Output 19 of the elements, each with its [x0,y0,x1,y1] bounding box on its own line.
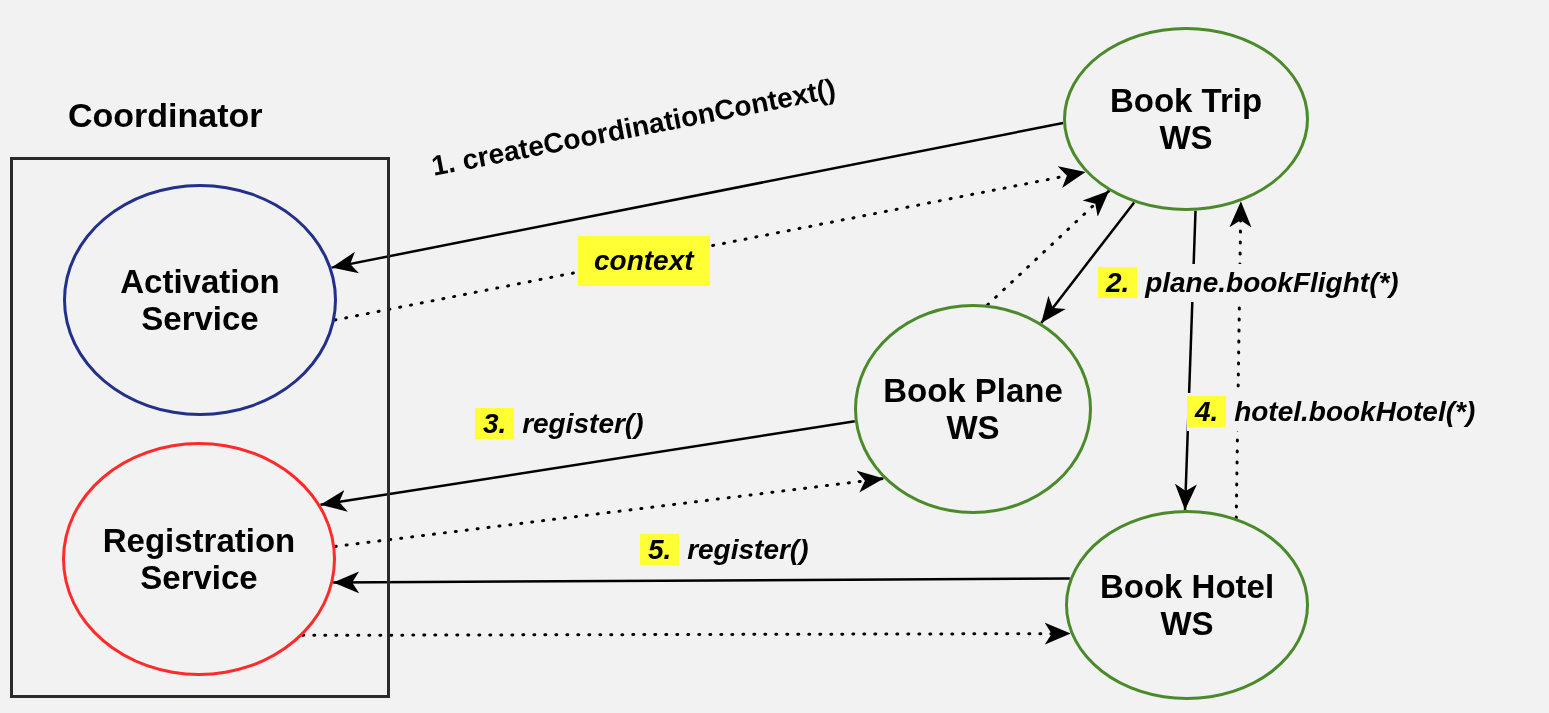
node-label: Activation Service [119,263,281,337]
web-service-ellipse [1063,27,1309,211]
edge-label: context [578,236,710,286]
web-service-ellipse [854,304,1092,514]
arrow [333,571,1070,594]
group-title: Coordinator [68,95,263,135]
node-label: Book Trip WS [1108,82,1264,156]
arrow [333,470,886,548]
arrow [301,622,1073,645]
service-ellipse [62,442,336,676]
node-label: Book Hotel WS [1098,568,1276,642]
service-ellipse [63,184,337,416]
node-label: Book Plane WS [882,372,1064,446]
arrow [331,121,1064,274]
arrow [320,420,855,512]
arrow [986,189,1111,307]
node-label: Registration Service [101,522,297,596]
web-service-ellipse [1065,510,1309,700]
arrow [1040,201,1136,324]
